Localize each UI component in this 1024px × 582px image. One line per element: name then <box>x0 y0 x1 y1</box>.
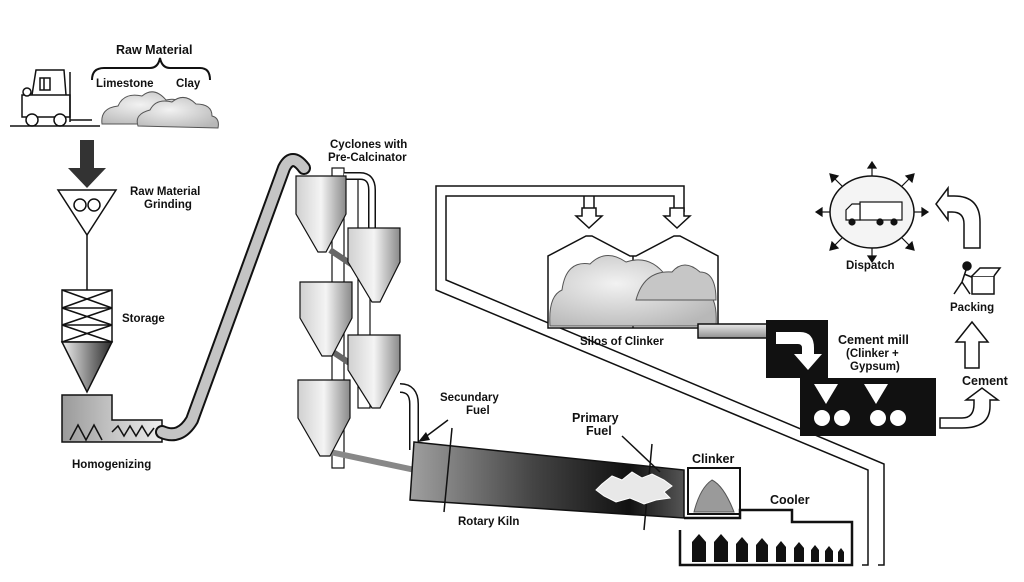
cooler <box>678 508 854 567</box>
label-silos-of-clinker: Silos of Clinker <box>580 336 664 348</box>
label-raw-material: Raw Material <box>116 43 193 57</box>
curved-arrow-top-icon <box>935 185 981 249</box>
storage-silo <box>60 289 114 394</box>
dispatch-area <box>814 160 930 264</box>
clinker-silos <box>547 235 719 329</box>
truck-icon <box>845 201 903 226</box>
label-clay: Clay <box>176 78 201 90</box>
silo-to-mill-pipe <box>697 323 769 339</box>
arrow-down-icon <box>68 140 106 188</box>
label-homogenizing: Homogenizing <box>72 459 152 471</box>
clay-pile <box>136 97 219 129</box>
label-storage: Storage <box>122 313 165 325</box>
label-cyclones-1: Cyclones with <box>330 139 408 151</box>
primary-fuel-pointer <box>621 435 661 473</box>
label-raw-material-grinding-2: Grinding <box>144 199 192 211</box>
radiating-arrows <box>814 160 930 264</box>
label-primary-fuel-1: Primary <box>572 411 619 425</box>
rotary-kiln <box>409 427 685 531</box>
forklift-icon <box>10 69 100 127</box>
raw-material-grinding <box>56 189 118 290</box>
label-rotary-kiln: Rotary Kiln <box>458 516 520 528</box>
label-cement-mill-1: Cement mill <box>838 333 909 347</box>
cement-mill <box>766 320 936 436</box>
secundary-fuel-pointer <box>423 419 449 439</box>
homogenizing-unit <box>61 394 163 443</box>
curved-arrow-icon <box>939 387 1001 429</box>
flame <box>595 471 673 505</box>
feed-pipe <box>155 153 311 442</box>
label-primary-fuel-2: Fuel <box>586 424 612 438</box>
label-cyclones-2: Pre-Calcinator <box>328 152 407 164</box>
label-cement: Cement <box>962 374 1008 388</box>
clinker-bin <box>687 467 741 515</box>
secundary-fuel-arrowhead <box>418 432 430 442</box>
worker-packing-icon <box>953 261 1002 295</box>
label-cement-mill-3: Gypsum) <box>850 361 900 373</box>
label-clinker: Clinker <box>692 452 735 466</box>
label-packing: Packing <box>950 302 995 314</box>
silo-inlet-arrows <box>574 207 692 230</box>
label-secundary-fuel-1: Secundary <box>440 392 499 404</box>
label-limestone: Limestone <box>96 78 154 90</box>
label-secundary-fuel-2: Fuel <box>466 405 490 417</box>
cyclone-tower <box>295 167 419 473</box>
label-cooler: Cooler <box>770 493 810 507</box>
label-raw-material-grinding-1: Raw Material <box>130 186 201 198</box>
up-arrow-icon <box>954 320 990 369</box>
label-dispatch: Dispatch <box>846 260 895 272</box>
label-cement-mill-2: (Clinker + <box>846 348 899 360</box>
cooler-fans <box>692 534 844 562</box>
raw-material-brace <box>91 57 211 81</box>
